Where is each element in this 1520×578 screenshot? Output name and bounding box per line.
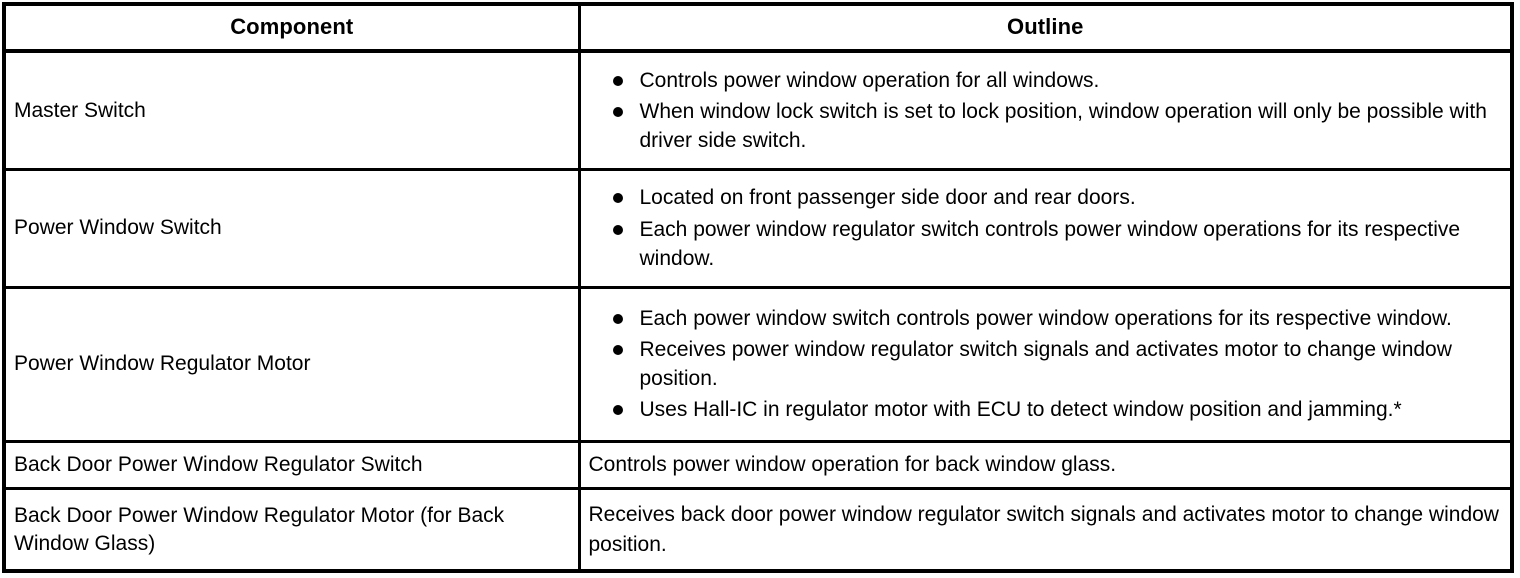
list-item-text: Located on front passenger side door and… — [639, 186, 1136, 210]
cell-outline-back-door-regulator-switch: Controls power window operation for back… — [579, 439, 1512, 489]
cell-outline-back-door-regulator-motor: Receives back door power window regulato… — [579, 487, 1512, 571]
list-item: When window lock switch is set to lock p… — [589, 97, 1501, 155]
bullet-dot-icon — [612, 345, 623, 356]
table-row: Power Window Regulator Motor Each power … — [4, 285, 1512, 442]
table-row: Back Door Power Window Regulator Switch … — [4, 439, 1512, 489]
table-row: Power Window Switch Located on front pas… — [4, 167, 1512, 288]
list-item-text: Each power window switch controls power … — [639, 306, 1452, 330]
cell-component-back-door-regulator-switch: Back Door Power Window Regulator Switch — [4, 439, 581, 489]
table-body: Master Switch Controls power window oper… — [4, 51, 1512, 571]
list-item-text: Receives power window regulator switch s… — [639, 338, 1452, 391]
cell-component-power-window-regulator-motor: Power Window Regulator Motor — [4, 285, 581, 442]
list-item: Controls power window operation for all … — [589, 66, 1501, 95]
cell-component-back-door-regulator-motor: Back Door Power Window Regulator Motor (… — [4, 487, 581, 571]
column-header-outline: Outline — [579, 4, 1512, 53]
bullet-dot-icon — [612, 106, 623, 117]
table-header-row: Component Outline — [4, 4, 1512, 53]
list-item: Receives power window regulator switch s… — [589, 335, 1501, 393]
bullet-dot-icon — [612, 313, 623, 324]
bullet-list: Located on front passenger side door and… — [589, 183, 1501, 273]
bullet-dot-icon — [612, 405, 623, 416]
list-item-text: Controls power window operation for all … — [639, 68, 1100, 92]
outline-text: Controls power window operation for back… — [588, 453, 1117, 477]
cell-outline-power-window-switch: Located on front passenger side door and… — [579, 167, 1512, 288]
bullet-dot-icon — [612, 75, 623, 86]
list-item: Each power window switch controls power … — [589, 304, 1501, 333]
list-item: Uses Hall-IC in regulator motor with ECU… — [589, 395, 1501, 424]
list-item: Each power window regulator switch contr… — [589, 215, 1501, 273]
table-row: Master Switch Controls power window oper… — [4, 51, 1512, 170]
table-row: Back Door Power Window Regulator Motor (… — [4, 487, 1512, 571]
bullet-dot-icon — [612, 193, 623, 204]
outline-text: Receives back door power window regulato… — [588, 503, 1499, 556]
table-header: Component Outline — [4, 4, 1512, 53]
list-item: Located on front passenger side door and… — [589, 183, 1501, 212]
cell-component-master-switch: Master Switch — [4, 51, 581, 170]
bullet-list: Controls power window operation for all … — [589, 66, 1501, 156]
bullet-list: Each power window switch controls power … — [589, 304, 1501, 425]
list-item-text: Each power window regulator switch contr… — [639, 217, 1461, 270]
bullet-dot-icon — [612, 224, 623, 235]
list-item-text: Uses Hall-IC in regulator motor with ECU… — [639, 398, 1402, 422]
cell-component-power-window-switch: Power Window Switch — [4, 167, 581, 288]
list-item-text: When window lock switch is set to lock p… — [639, 99, 1487, 153]
column-header-component: Component — [4, 4, 581, 53]
cell-outline-power-window-regulator-motor: Each power window switch controls power … — [579, 285, 1512, 442]
cell-outline-master-switch: Controls power window operation for all … — [579, 51, 1512, 169]
